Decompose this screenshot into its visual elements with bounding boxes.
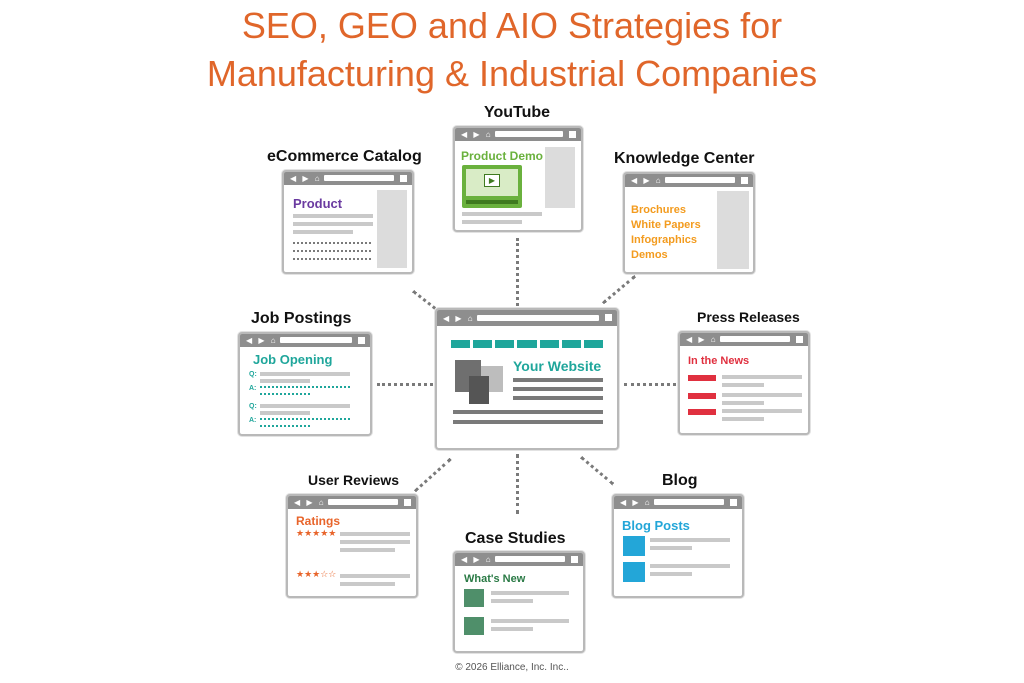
press-window: ◀ ▶ ⌂ In the News — [678, 331, 810, 435]
blog-label: Blog — [662, 472, 698, 489]
cases-heading: What's New — [464, 573, 526, 585]
browser-nav-icons: ◀ ▶ ⌂ — [443, 314, 475, 323]
ecommerce-label: eCommerce Catalog — [267, 148, 422, 165]
browser-nav-icons: ◀ ▶ ⌂ — [461, 555, 493, 564]
rating-stars: ★★★☆☆ — [296, 569, 337, 579]
connector-case-studies — [516, 454, 519, 514]
browser-bar: ◀ ▶ ⌂ — [240, 334, 370, 347]
reviews-heading: Ratings — [296, 514, 341, 528]
knowledge-item: Infographics — [631, 234, 698, 246]
connector-blog — [580, 456, 615, 486]
website-window: ◀ ▶ ⌂ Your Website — [435, 308, 619, 450]
website-heading: Your Website — [513, 358, 602, 374]
title-line-2: Manufacturing & Industrial Companies — [206, 53, 818, 94]
reviews-label: User Reviews — [308, 472, 400, 488]
knowledge-item: Brochures — [631, 204, 687, 216]
jobs-window: ◀ ▶ ⌂ Job Opening Q: A: Q: A: — [238, 332, 372, 436]
cases-label: Case Studies — [465, 530, 566, 547]
browser-bar: ◀ ▶ ⌂ — [288, 496, 416, 509]
reviews-window: ◀ ▶ ⌂ Ratings ★★★★★ ★★★☆☆ — [286, 494, 418, 598]
connector-job-postings — [377, 383, 433, 386]
video-player: ▶ — [462, 165, 522, 208]
cases-window: ◀ ▶ ⌂ What's New — [453, 551, 585, 653]
youtube-heading: Product Demo — [461, 149, 544, 163]
answer-label: A: — [249, 385, 257, 392]
connector-press-releases — [624, 383, 676, 386]
browser-nav-icons: ◀ ▶ ⌂ — [246, 336, 278, 345]
browser-bar: ◀ ▶ ⌂ — [625, 174, 753, 187]
browser-nav-icons: ◀ ▶ ⌂ — [686, 335, 718, 344]
browser-nav-icons: ◀ ▶ ⌂ — [631, 176, 663, 185]
blog-window: ◀ ▶ ⌂ Blog Posts — [612, 494, 744, 598]
ecommerce-window: ◀ ▶ ⌂ Product — [282, 170, 414, 274]
browser-nav-icons: ◀ ▶ ⌂ — [290, 174, 322, 183]
connector-user-reviews — [414, 457, 452, 493]
jobs-label: Job Postings — [251, 310, 352, 327]
knowledge-window: ◀ ▶ ⌂ Brochures White Papers Infographic… — [623, 172, 755, 274]
copyright: © 2026 Elliance, Inc. Inc.. — [455, 662, 569, 673]
ecommerce-heading: Product — [293, 196, 343, 211]
browser-bar: ◀ ▶ ⌂ — [680, 333, 808, 346]
press-heading: In the News — [688, 355, 750, 367]
title-line-1: SEO, GEO and AIO Strategies for — [241, 5, 783, 46]
browser-nav-icons: ◀ ▶ ⌂ — [620, 498, 652, 507]
browser-nav-icons: ◀ ▶ ⌂ — [294, 498, 326, 507]
youtube-label: YouTube — [484, 104, 551, 121]
browser-bar: ◀ ▶ ⌂ — [437, 310, 617, 326]
question-label: Q: — [249, 403, 257, 410]
connector-youtube — [516, 238, 519, 306]
blog-heading: Blog Posts — [622, 518, 690, 533]
browser-bar: ◀ ▶ ⌂ — [284, 172, 412, 185]
answer-label: A: — [249, 417, 257, 424]
question-label: Q: — [249, 371, 257, 378]
browser-bar: ◀ ▶ ⌂ — [614, 496, 742, 509]
knowledge-label: Knowledge Center — [614, 150, 755, 167]
knowledge-item: Demos — [631, 249, 668, 261]
website-nav-bar — [451, 340, 603, 348]
connector-knowledge-center — [602, 275, 637, 305]
browser-bar: ◀ ▶ ⌂ — [455, 553, 583, 566]
knowledge-item: White Papers — [631, 219, 701, 231]
rating-stars: ★★★★★ — [296, 528, 337, 538]
youtube-window: ◀ ▶ ⌂ Product Demo ▶ — [453, 126, 583, 232]
press-label: Press Releases — [697, 309, 800, 325]
jobs-heading: Job Opening — [253, 352, 333, 367]
browser-nav-icons: ◀ ▶ ⌂ — [461, 130, 493, 139]
browser-bar: ◀ ▶ ⌂ — [455, 128, 581, 141]
play-icon: ▶ — [484, 174, 500, 187]
